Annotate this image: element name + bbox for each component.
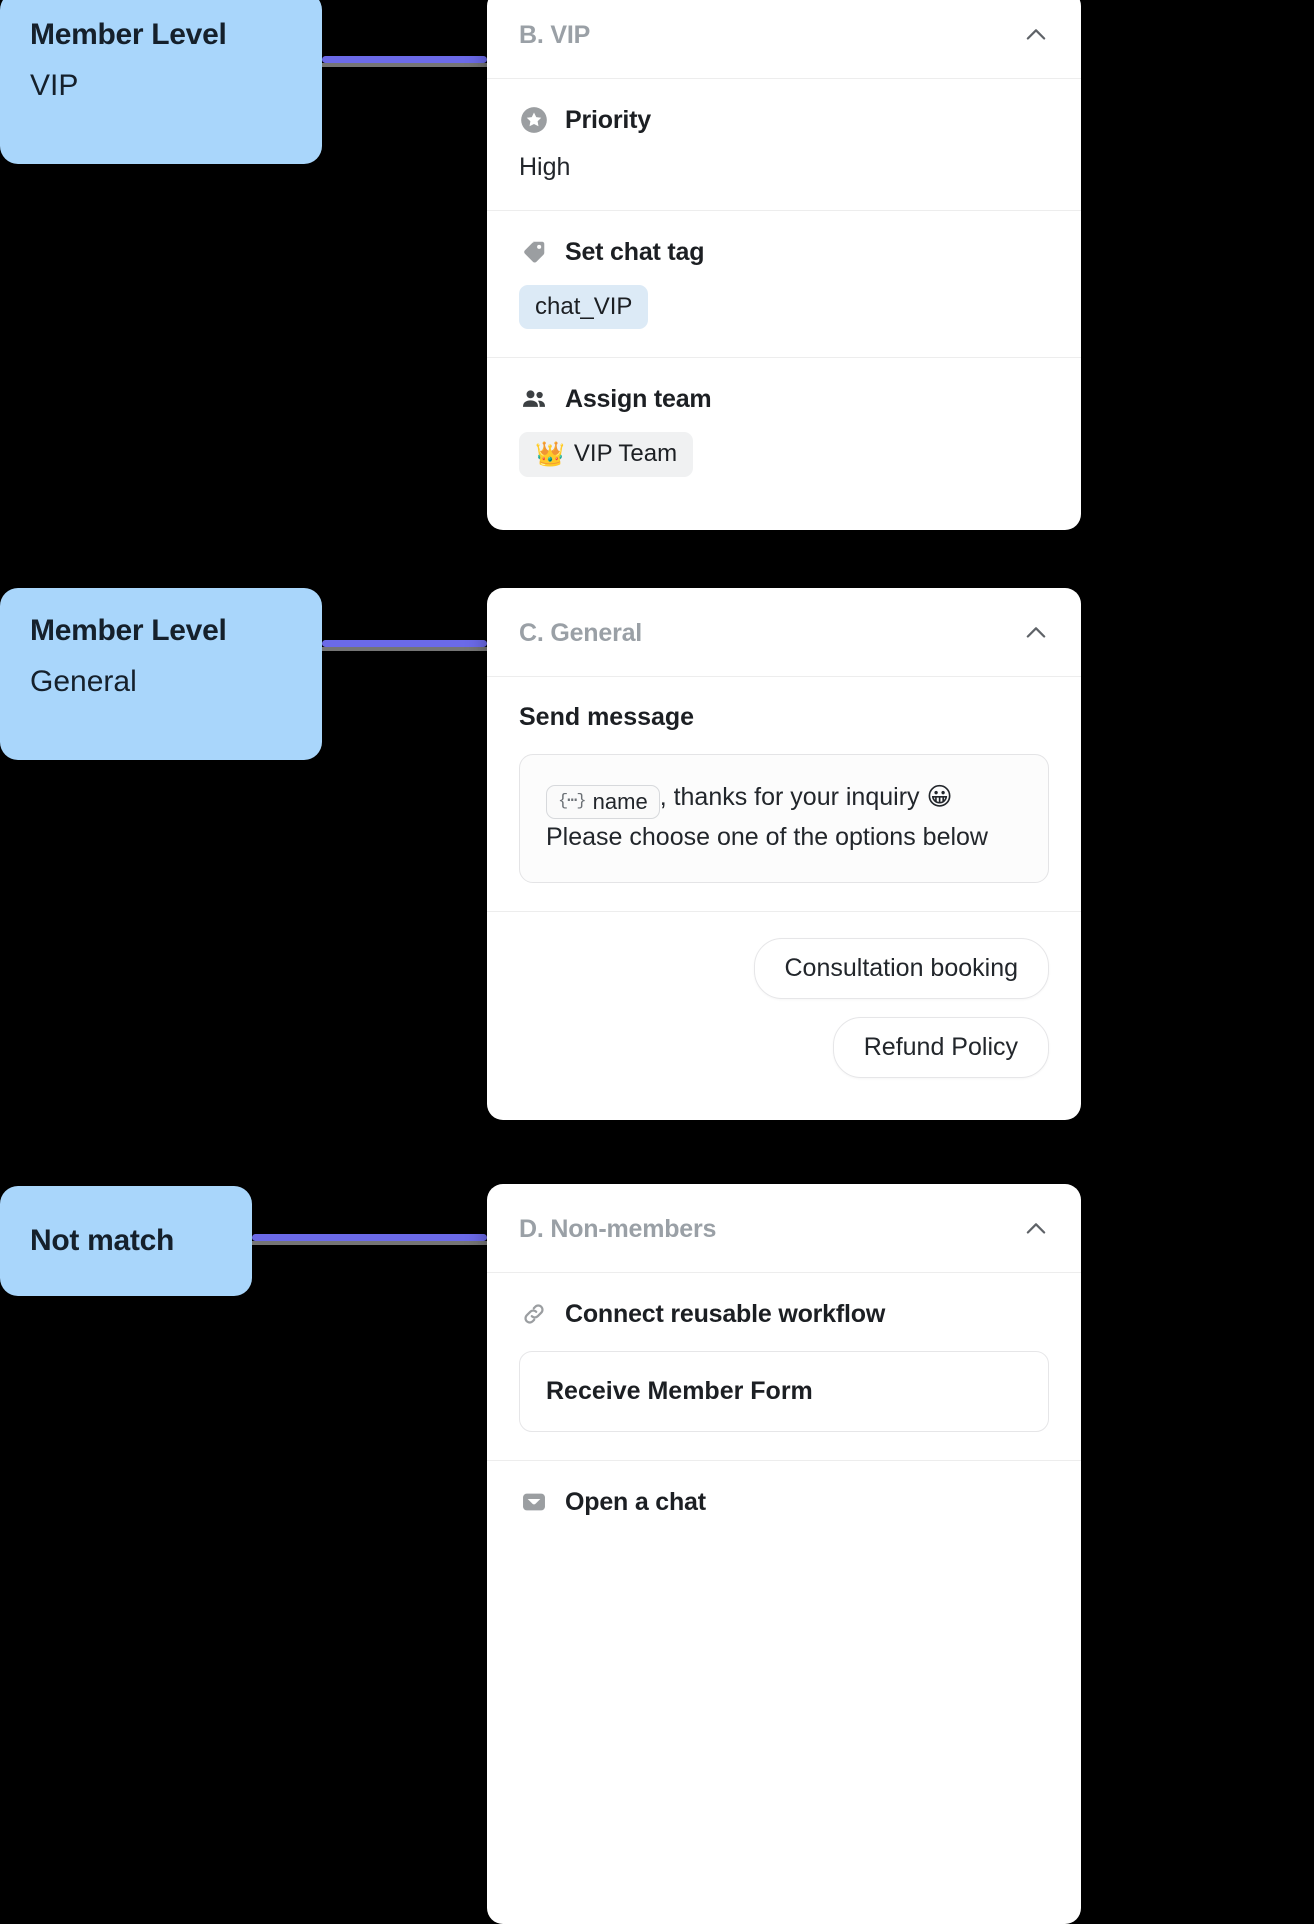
variable-braces-icon: {⋯} <box>558 792 587 811</box>
priority-value: High <box>519 153 571 181</box>
section-assign-team[interactable]: Assign team 👑 VIP Team <box>487 357 1081 504</box>
card-general-title: C. General <box>519 618 643 647</box>
message-line-1-rest: , thanks for your inquiry 😀 <box>659 783 953 811</box>
card-vip-header[interactable]: B. VIP <box>487 0 1081 78</box>
condition-node-title: Not match <box>30 1224 174 1257</box>
card-non-members-title: D. Non-members <box>519 1214 717 1243</box>
star-circle-icon <box>519 105 549 135</box>
connect-workflow-label: Connect reusable workflow <box>565 1299 886 1328</box>
condition-node-general[interactable]: Member Level General <box>0 588 322 760</box>
connector-not-match <box>252 1234 487 1245</box>
variable-chip-name[interactable]: {⋯} name <box>546 784 660 820</box>
chevron-up-icon[interactable] <box>1021 1214 1051 1244</box>
condition-node-not-match[interactable]: Not match <box>0 1186 252 1296</box>
priority-header: Priority <box>519 105 1049 135</box>
card-vip-title: B. VIP <box>519 20 591 49</box>
assign-team-pill-label: VIP Team <box>573 440 678 468</box>
section-priority[interactable]: Priority High <box>487 78 1081 210</box>
message-line-1: {⋯} name , thanks for your inquiry 😀 <box>546 779 1024 820</box>
assign-team-pill[interactable]: 👑 VIP Team <box>519 432 694 477</box>
open-chat-label: Open a chat <box>565 1487 706 1516</box>
link-icon <box>519 1299 549 1329</box>
card-non-members[interactable]: D. Non-members Connect reusable workflow… <box>487 1184 1081 1924</box>
chat-tag-pill[interactable]: chat_VIP <box>519 285 649 330</box>
chevron-up-icon[interactable] <box>1021 618 1051 648</box>
variable-chip-label: name <box>592 788 648 814</box>
card-general-header[interactable]: C. General <box>487 588 1081 676</box>
section-connect-workflow[interactable]: Connect reusable workflow Receive Member… <box>487 1272 1081 1460</box>
card-vip[interactable]: B. VIP Priority High <box>487 0 1081 530</box>
chevron-up-icon[interactable] <box>1021 20 1051 50</box>
assign-team-label: Assign team <box>565 384 712 413</box>
tag-icon <box>519 237 549 267</box>
quick-reply-button[interactable]: Consultation booking <box>753 937 1049 999</box>
card-non-members-header[interactable]: D. Non-members <box>487 1184 1081 1272</box>
set-chat-tag-label: Set chat tag <box>565 237 705 266</box>
priority-label: Priority <box>565 105 651 134</box>
set-chat-tag-header: Set chat tag <box>519 237 1049 267</box>
chat-tag-pill-label: chat_VIP <box>535 293 633 320</box>
connector-general <box>322 640 487 651</box>
card-general[interactable]: C. General Send message {⋯} name , thank… <box>487 588 1081 1120</box>
condition-node-vip[interactable]: Member Level VIP <box>0 0 322 164</box>
send-message-box[interactable]: {⋯} name , thanks for your inquiry 😀 Ple… <box>519 754 1049 883</box>
connect-workflow-header: Connect reusable workflow <box>519 1299 1049 1329</box>
workflow-select[interactable]: Receive Member Form <box>519 1351 1049 1432</box>
section-open-chat[interactable]: Open a chat <box>487 1460 1081 1545</box>
connector-vip <box>322 56 487 67</box>
condition-node-title: Member Level <box>30 614 227 647</box>
crown-icon: 👑 <box>535 440 565 468</box>
inbox-icon <box>519 1487 549 1517</box>
quick-reply-button[interactable]: Refund Policy <box>832 1016 1049 1078</box>
people-icon <box>519 384 549 414</box>
condition-node-title: Member Level <box>30 18 227 51</box>
condition-node-value: VIP <box>30 68 79 102</box>
message-line-2: Please choose one of the options below <box>546 823 988 852</box>
section-set-chat-tag[interactable]: Set chat tag chat_VIP <box>487 210 1081 357</box>
assign-team-header: Assign team <box>519 384 1049 414</box>
send-message-label: Send message <box>519 703 695 731</box>
condition-node-value: General <box>30 664 137 698</box>
section-send-message[interactable]: Send message {⋯} name , thanks for your … <box>487 676 1081 911</box>
section-quick-replies[interactable]: Consultation booking Refund Policy <box>487 910 1081 1106</box>
open-chat-header: Open a chat <box>519 1487 1049 1517</box>
quick-reply-list: Consultation booking Refund Policy <box>519 937 1049 1078</box>
